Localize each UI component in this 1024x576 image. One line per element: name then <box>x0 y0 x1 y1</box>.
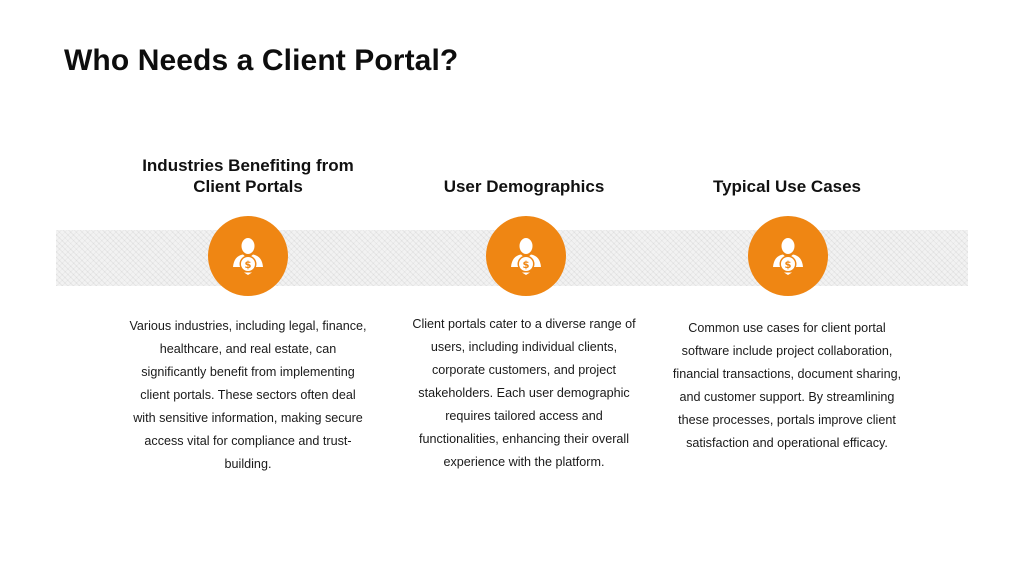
column-body: Common use cases for client portal softw… <box>672 321 902 450</box>
person-money-icon: $ <box>771 237 805 275</box>
column-heading: User Demographics <box>443 177 605 196</box>
icon-circle: $ <box>748 216 828 296</box>
column-industries: Industries Benefiting from Client Portal… <box>128 0 368 576</box>
svg-text:$: $ <box>785 260 792 271</box>
column-demographics: User Demographics $ Client portals cater… <box>404 0 644 576</box>
column-body: Client portals cater to a diverse range … <box>412 317 636 469</box>
column-body: Various industries, including legal, fin… <box>129 319 367 471</box>
svg-text:$: $ <box>523 260 530 271</box>
person-money-icon: $ <box>231 237 265 275</box>
column-heading: Typical Use Cases <box>712 177 862 196</box>
column-use-cases: Typical Use Cases $ Common use cases for… <box>667 0 907 576</box>
person-money-icon: $ <box>509 237 543 275</box>
icon-circle: $ <box>208 216 288 296</box>
svg-text:$: $ <box>245 260 252 271</box>
icon-circle: $ <box>486 216 566 296</box>
slide-title: Who Needs a Client Portal? <box>64 44 459 77</box>
column-heading: Industries Benefiting from Client Portal… <box>142 156 354 196</box>
